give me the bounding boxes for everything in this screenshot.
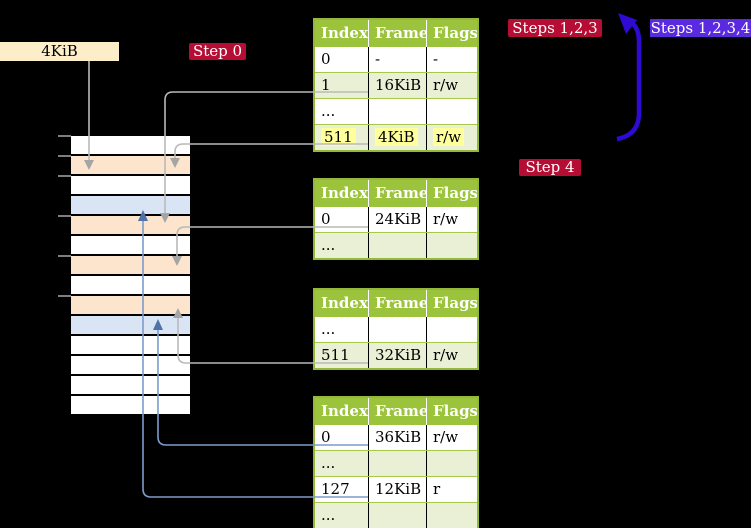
column-header: Flags (433, 402, 477, 420)
table-cell: 127 (315, 477, 369, 502)
table-cell: 12KiB (369, 477, 427, 502)
memory-axis-tick (58, 255, 71, 257)
table-cell (369, 233, 427, 258)
column-header: Frame (369, 398, 427, 425)
table-cell (427, 99, 477, 124)
page-table-4: Index Frame Flags 0 36KiB r/w ... 127 12… (313, 396, 479, 528)
highlighted-value: 4KiB (375, 128, 418, 146)
table-cell: 0 (315, 47, 369, 72)
memory-frame-row (71, 276, 190, 294)
memory-frame-row (71, 376, 190, 394)
table-cell: 511 (315, 343, 369, 368)
table-cell (427, 317, 477, 342)
highlighted-value: r/w (433, 128, 465, 146)
memory-axis-tick (58, 295, 71, 297)
table-cell (427, 233, 477, 258)
table-cell: ... (315, 451, 369, 476)
column-header: Flags (433, 24, 477, 42)
highlighted-value: 511 (321, 128, 356, 146)
column-header: Flags (433, 184, 477, 202)
memory-axis-tick (58, 135, 71, 137)
memory-frame-row (71, 296, 190, 314)
table-row: 127 12KiB r (315, 476, 477, 502)
physical-memory-column (71, 136, 190, 416)
steps-loop-arrow (616, 13, 642, 142)
page-table-3: Index Frame Flags ... 511 32KiB r/w (313, 288, 479, 370)
table-header-row: Index Frame Flags (315, 290, 477, 317)
column-header: Index (315, 20, 369, 47)
memory-axis-tick (58, 155, 71, 157)
column-header: Flags (433, 294, 477, 312)
table-row-highlighted: 511 4KiB r/w (315, 124, 477, 150)
table-cell: 0 (315, 425, 369, 450)
table-cell: 511 (315, 125, 369, 150)
table-row: 0 36KiB r/w (315, 425, 477, 450)
table-cell: ... (315, 99, 369, 124)
memory-frame-row (71, 396, 190, 414)
table-cell: 4KiB (369, 125, 427, 150)
table-row: ... (315, 450, 477, 476)
table-cell: r/w (433, 76, 459, 94)
table-cell: 16KiB (369, 73, 427, 98)
table-cell (369, 451, 427, 476)
table-header-row: Index Frame Flags (315, 398, 477, 425)
table-cell (427, 503, 477, 528)
column-header: Index (315, 398, 369, 425)
memory-frame-row (71, 356, 190, 374)
table-cell (427, 451, 477, 476)
table-row: ... (315, 502, 477, 528)
steps123-label: Steps 1,2,3 (508, 19, 602, 37)
table-cell (369, 317, 427, 342)
table-cell: r/w (427, 125, 477, 150)
table-cell: 32KiB (369, 343, 427, 368)
memory-frame-row (71, 256, 190, 274)
column-header: Frame (369, 180, 427, 207)
step4-label: Step 4 (519, 159, 581, 176)
memory-frame-row (71, 136, 190, 154)
table-cell: 24KiB (369, 207, 427, 232)
column-header: Frame (369, 290, 427, 317)
table-cell: 1 (315, 73, 369, 98)
memory-frame-row (71, 236, 190, 254)
table-cell: ... (315, 233, 369, 258)
table-cell: r/w (433, 210, 459, 228)
memory-frame-row (71, 176, 190, 194)
memory-frame-row (71, 216, 190, 234)
table-cell: r/w (433, 428, 459, 446)
table-cell: - (369, 47, 427, 72)
table-cell: 36KiB (369, 425, 427, 450)
table-row: ... (315, 98, 477, 124)
table-row: 0 - - (315, 47, 477, 72)
column-header: Frame (369, 20, 427, 47)
memory-axis-tick (58, 215, 71, 217)
memory-frame-row (71, 156, 190, 174)
memory-frame-row (71, 316, 190, 334)
page-table-2: Index Frame Flags 0 24KiB r/w ... (313, 178, 479, 260)
table-cell: r/w (433, 346, 459, 364)
table-row: 511 32KiB r/w (315, 342, 477, 368)
table-cell (369, 99, 427, 124)
table-row: ... (315, 232, 477, 258)
table-cell: ... (315, 503, 369, 528)
table-cell (369, 503, 427, 528)
memory-axis-tick (58, 175, 71, 177)
memory-frame-row (71, 336, 190, 354)
column-header: Index (315, 180, 369, 207)
step0-label: Step 0 (189, 43, 246, 60)
table-row: 0 24KiB r/w (315, 207, 477, 232)
table-row: ... (315, 317, 477, 342)
table-cell: - (433, 50, 439, 68)
table-cell: ... (315, 317, 369, 342)
table-cell: r (433, 480, 441, 498)
table-header-row: Index Frame Flags (315, 180, 477, 207)
page-table-1: Index Frame Flags 0 - - 1 16KiB r/w ... … (313, 18, 479, 152)
table-header-row: Index Frame Flags (315, 20, 477, 47)
table-row: 1 16KiB r/w (315, 72, 477, 98)
memory-frame-row (71, 196, 190, 214)
steps1234-label: Steps 1,2,3,4 (650, 19, 751, 37)
table-cell: 0 (315, 207, 369, 232)
column-header: Index (315, 290, 369, 317)
frame-size-label: 4KiB (0, 42, 119, 61)
